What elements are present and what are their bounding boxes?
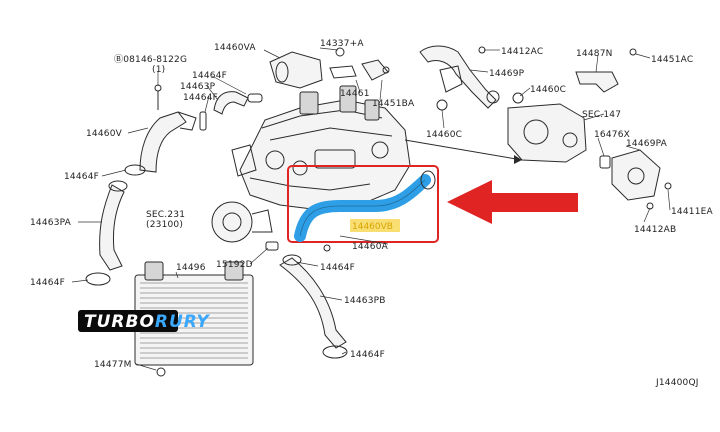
label-14464F-c: 14464F: [64, 172, 99, 182]
red-arrow: [447, 180, 578, 224]
logo-text-turbo: TURBO: [84, 312, 155, 332]
label-bolt-qty: (1): [152, 65, 165, 75]
label-14451BA: 14451BA: [372, 99, 415, 109]
label-14464F-e: 14464F: [30, 278, 65, 288]
highlight-frame: [287, 165, 439, 243]
label-14464F-a: 14464F: [192, 71, 227, 81]
label-14469PA: 14469PA: [626, 139, 668, 149]
part-group-left: [85, 84, 197, 286]
part-group-top-left: [199, 47, 390, 131]
highlighted-hose-14460VB: 14460VB: [287, 165, 439, 243]
label-14460A: 14460A: [352, 242, 389, 252]
label-14464F-b: 14464F: [183, 93, 218, 103]
label-14464F-f: 14464F: [350, 350, 385, 360]
label-14337A: 14337+A: [320, 39, 364, 49]
label-14412AB: 14412AB: [634, 225, 676, 235]
label-14463PA: 14463PA: [30, 218, 72, 228]
label-14464F-d: 14464F: [320, 263, 355, 273]
label-bolt-spec: Ⓑ08146-8122G: [114, 54, 187, 65]
part-group-top-right: [404, 45, 672, 210]
label-14463P: 14463P: [180, 82, 216, 92]
label-14463PB: 14463PB: [344, 296, 386, 306]
label-14496: 14496: [176, 263, 206, 273]
label-14461: 14461: [340, 89, 370, 99]
label-diagram-id: J14400QJ: [655, 378, 699, 388]
label-14460C-a: 14460C: [426, 130, 462, 140]
logo-text-rury: RURY: [155, 312, 210, 332]
svg-text:TURBORURY: TURBORURY: [84, 312, 210, 332]
leader-lines: [71, 47, 671, 371]
label-14411EA: 14411EA: [671, 207, 714, 217]
label-15192D: 15192D: [216, 260, 253, 270]
label-14477M: 14477M: [94, 360, 132, 370]
engine-block: [231, 85, 411, 211]
label-14412AC: 14412AC: [501, 47, 543, 57]
label-sec231-sub: (23100): [146, 220, 183, 230]
intercooler-14496: [134, 261, 254, 377]
label-14451AC: 14451AC: [651, 55, 693, 65]
label-14487N: 14487N: [576, 49, 613, 59]
part-group-centre-lower: [211, 201, 348, 359]
label-14460VB: 14460VB: [352, 222, 393, 232]
label-16476X: 16476X: [594, 130, 630, 140]
label-14469P-top: 14469P: [489, 69, 525, 79]
label-14460V: 14460V: [86, 129, 123, 139]
label-sec231: SEC.231: [146, 210, 185, 220]
part-labels: Ⓑ08146-8122G (1) 14460VA 14337+A 14412AC…: [30, 39, 714, 388]
turborury-logo: TURBORURY: [78, 310, 210, 332]
label-14460C-b: 14460C: [530, 85, 566, 95]
label-sec147: SEC.147: [582, 110, 621, 120]
label-14460VA: 14460VA: [214, 43, 256, 53]
